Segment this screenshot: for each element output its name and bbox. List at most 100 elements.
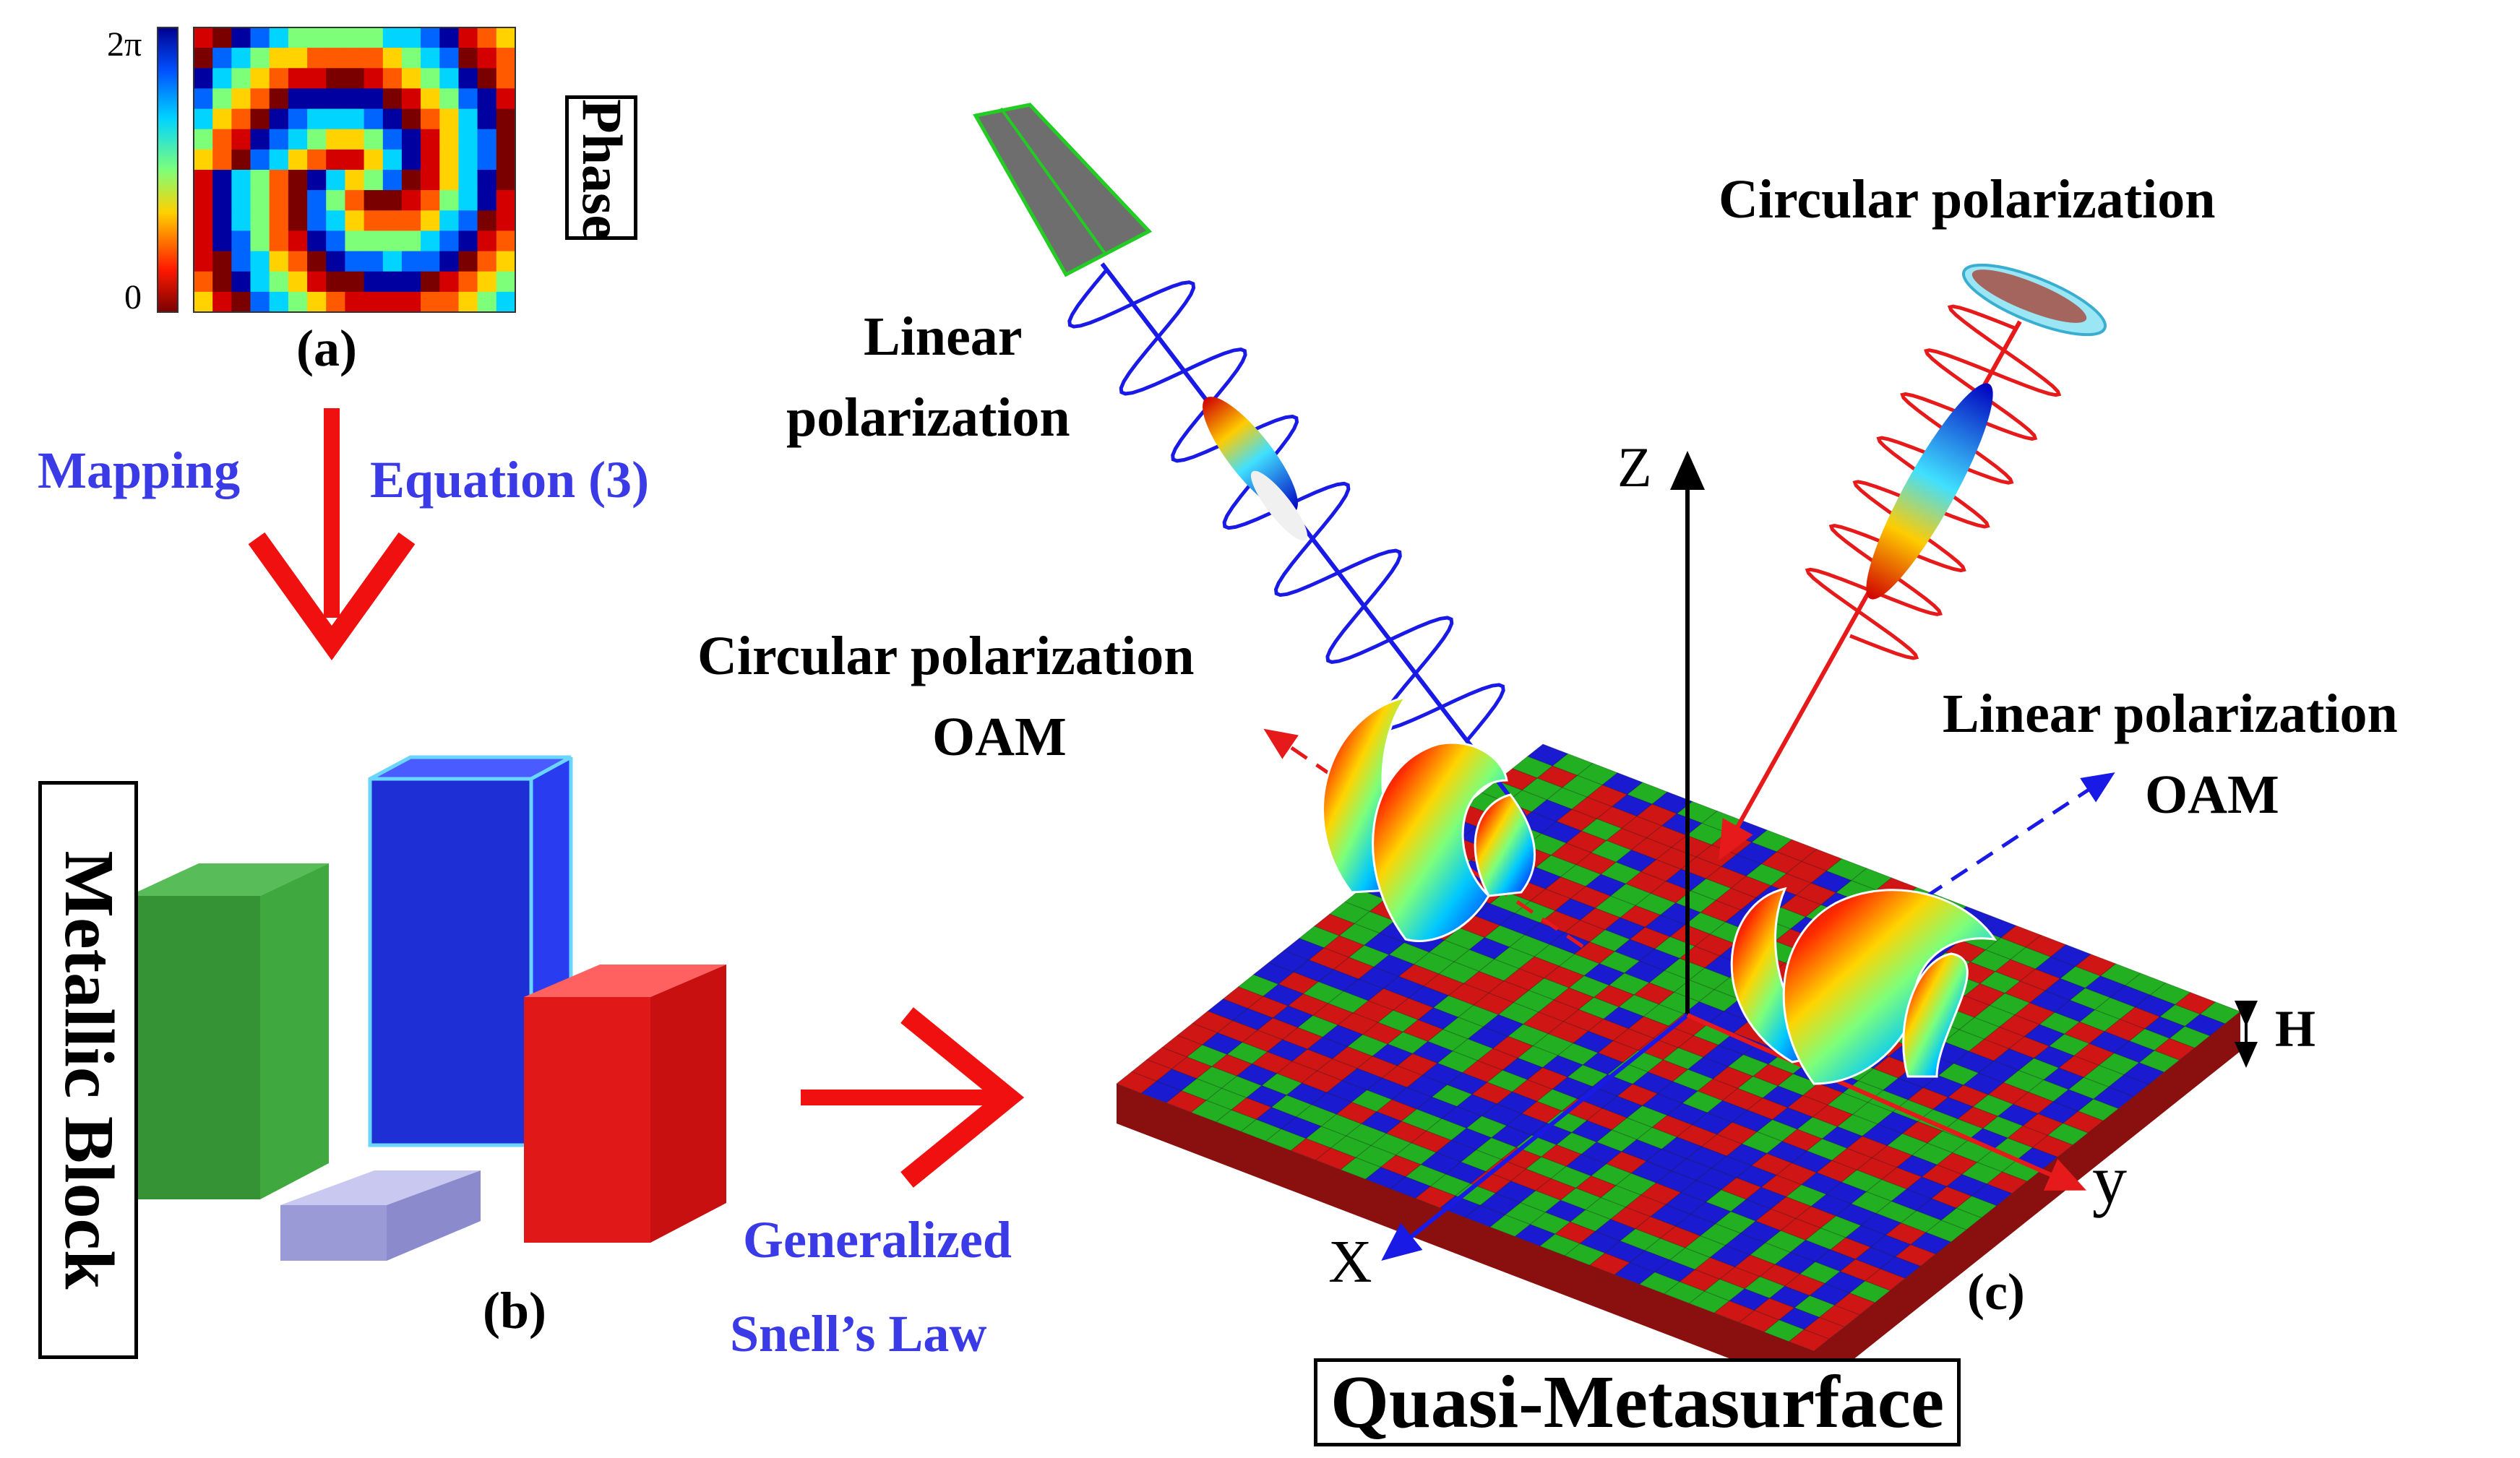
phase-cell xyxy=(231,149,251,171)
phase-cell xyxy=(250,210,270,231)
phase-cell xyxy=(364,190,384,211)
phase-cell xyxy=(401,68,421,89)
height-label: H xyxy=(2275,1000,2316,1058)
phase-cell xyxy=(458,230,478,252)
phase-cell xyxy=(326,108,345,130)
phase-cell xyxy=(421,27,440,48)
phase-cell xyxy=(194,68,213,89)
phase-cell xyxy=(345,230,365,252)
phase-cell xyxy=(421,170,440,191)
phase-cell xyxy=(458,190,478,211)
phase-cell xyxy=(439,251,460,272)
phase-cell xyxy=(439,129,460,150)
phase-cell xyxy=(421,129,440,150)
phase-cell xyxy=(364,108,384,130)
phase-cell xyxy=(401,48,421,69)
phase-cell xyxy=(439,210,460,231)
phase-cell xyxy=(477,251,497,272)
phase-cell xyxy=(288,170,308,191)
metallic-block-box-label: Metallic Block xyxy=(38,781,138,1359)
linear-pol-in-line2: polarization xyxy=(786,387,1070,448)
phase-cell xyxy=(401,108,421,130)
phase-cell xyxy=(458,149,478,171)
phase-cell xyxy=(288,251,308,272)
phase-cell xyxy=(364,230,384,252)
phase-cell xyxy=(212,291,232,313)
phase-cell xyxy=(401,291,421,313)
phase-cell xyxy=(269,210,289,231)
phase-cell xyxy=(269,48,289,69)
axis-z-label: Z xyxy=(1617,436,1652,499)
phase-cell xyxy=(439,149,460,171)
phase-cell xyxy=(307,251,327,272)
phase-cell xyxy=(326,251,345,272)
phase-cell xyxy=(326,48,345,69)
phase-cell xyxy=(345,251,365,272)
phase-cell xyxy=(231,48,251,69)
phase-cell xyxy=(439,230,460,252)
mapping-arrow xyxy=(248,408,416,661)
phase-cell xyxy=(250,291,270,313)
phase-cell xyxy=(421,190,440,211)
phase-cell xyxy=(364,88,384,110)
phase-cell xyxy=(439,88,460,110)
phase-cell xyxy=(212,108,232,130)
metasurface xyxy=(1116,743,2241,1391)
phase-cell xyxy=(269,271,289,293)
phase-cell xyxy=(194,291,213,313)
phase-cell xyxy=(439,271,460,293)
phase-cell xyxy=(458,68,478,89)
phase-cell xyxy=(269,108,289,130)
phase-cell xyxy=(458,271,478,293)
phase-cell xyxy=(250,170,270,191)
phase-cell xyxy=(250,190,270,211)
phase-cell xyxy=(382,210,403,231)
phase-cell xyxy=(345,271,365,293)
phase-cell xyxy=(326,210,345,231)
circular-pol-out-line2: OAM xyxy=(932,707,1067,767)
phase-cell xyxy=(477,88,497,110)
phase-cell xyxy=(401,251,421,272)
phase-cell xyxy=(496,230,516,252)
axis-y-label: y xyxy=(2092,1141,2127,1218)
circular-source-disk xyxy=(1961,263,2107,337)
phase-cell xyxy=(307,271,327,293)
panel-c-caption: (c) xyxy=(1967,1263,2025,1321)
phase-cell xyxy=(421,108,440,130)
panel-a-caption: (a) xyxy=(296,319,357,377)
phase-cell xyxy=(421,271,440,293)
phase-cell xyxy=(212,210,232,231)
horn-antenna xyxy=(973,103,1153,277)
phase-cell xyxy=(269,251,289,272)
phase-cell xyxy=(194,108,213,130)
phase-cell xyxy=(345,210,365,231)
phase-cell xyxy=(401,230,421,252)
metasurface-cell xyxy=(1942,1118,1984,1142)
phase-cell xyxy=(288,149,308,171)
linear-pol-out-line1: Linear polarization xyxy=(1943,683,2398,744)
phase-cell xyxy=(307,48,327,69)
phase-cell xyxy=(345,129,365,150)
phase-cell xyxy=(345,190,365,211)
phase-cell xyxy=(477,271,497,293)
phase-cell xyxy=(477,170,497,191)
phase-cell xyxy=(401,88,421,110)
phase-cell xyxy=(477,129,497,150)
phase-cell xyxy=(212,88,232,110)
phase-cell xyxy=(326,170,345,191)
metasurface-title: Quasi-Metasurface xyxy=(1314,1358,1961,1446)
phase-cell xyxy=(421,230,440,252)
phase-cell xyxy=(364,291,384,313)
phase-cell xyxy=(421,48,440,69)
phase-cell xyxy=(288,27,308,48)
colorbar-top-label: 2π xyxy=(107,25,142,64)
phase-cell xyxy=(307,210,327,231)
phase-cell xyxy=(496,251,516,272)
snell-line2: Snell’s Law xyxy=(730,1305,987,1363)
phase-cell xyxy=(458,129,478,150)
phase-cell xyxy=(401,190,421,211)
phase-cell xyxy=(231,88,251,110)
phase-cell xyxy=(364,129,384,150)
phase-cell xyxy=(477,190,497,211)
phase-cell xyxy=(212,230,232,252)
